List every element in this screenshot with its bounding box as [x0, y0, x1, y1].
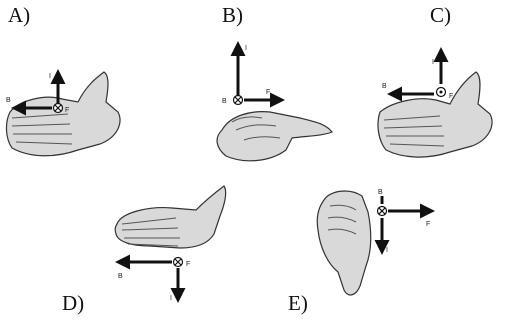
label-force: F: [426, 221, 430, 228]
hand-icon: [115, 186, 225, 248]
label-current: I: [386, 247, 388, 254]
label-field: B: [118, 273, 123, 280]
figure-a: I B F: [6, 72, 120, 156]
label-current: I: [245, 45, 247, 52]
label-force: F: [266, 89, 270, 96]
label-force: F: [65, 107, 69, 114]
cross-circle-icon: [174, 258, 183, 267]
label-current: I: [432, 59, 434, 66]
hand-icon: [6, 72, 120, 156]
label-current: I: [170, 295, 172, 302]
cross-circle-icon: [54, 104, 63, 113]
hand-icon: [217, 112, 332, 161]
hand-icon: [378, 72, 492, 157]
label-current: I: [49, 73, 51, 80]
label-field: B: [382, 83, 387, 90]
figure-e: B I F: [317, 189, 432, 295]
label-force: F: [186, 261, 190, 268]
label-field: B: [6, 97, 11, 104]
figure-d: B I F: [115, 186, 225, 302]
dot-circle-icon: [437, 88, 446, 97]
figure-b: I F B: [217, 44, 332, 161]
cross-circle-icon: [234, 96, 243, 105]
hand-icon: [317, 191, 371, 295]
label-field: B: [222, 98, 227, 105]
cross-circle-icon: [378, 207, 387, 216]
figure-c: I B F: [378, 50, 492, 157]
label-field: B: [378, 189, 383, 196]
label-force: F: [449, 93, 453, 100]
